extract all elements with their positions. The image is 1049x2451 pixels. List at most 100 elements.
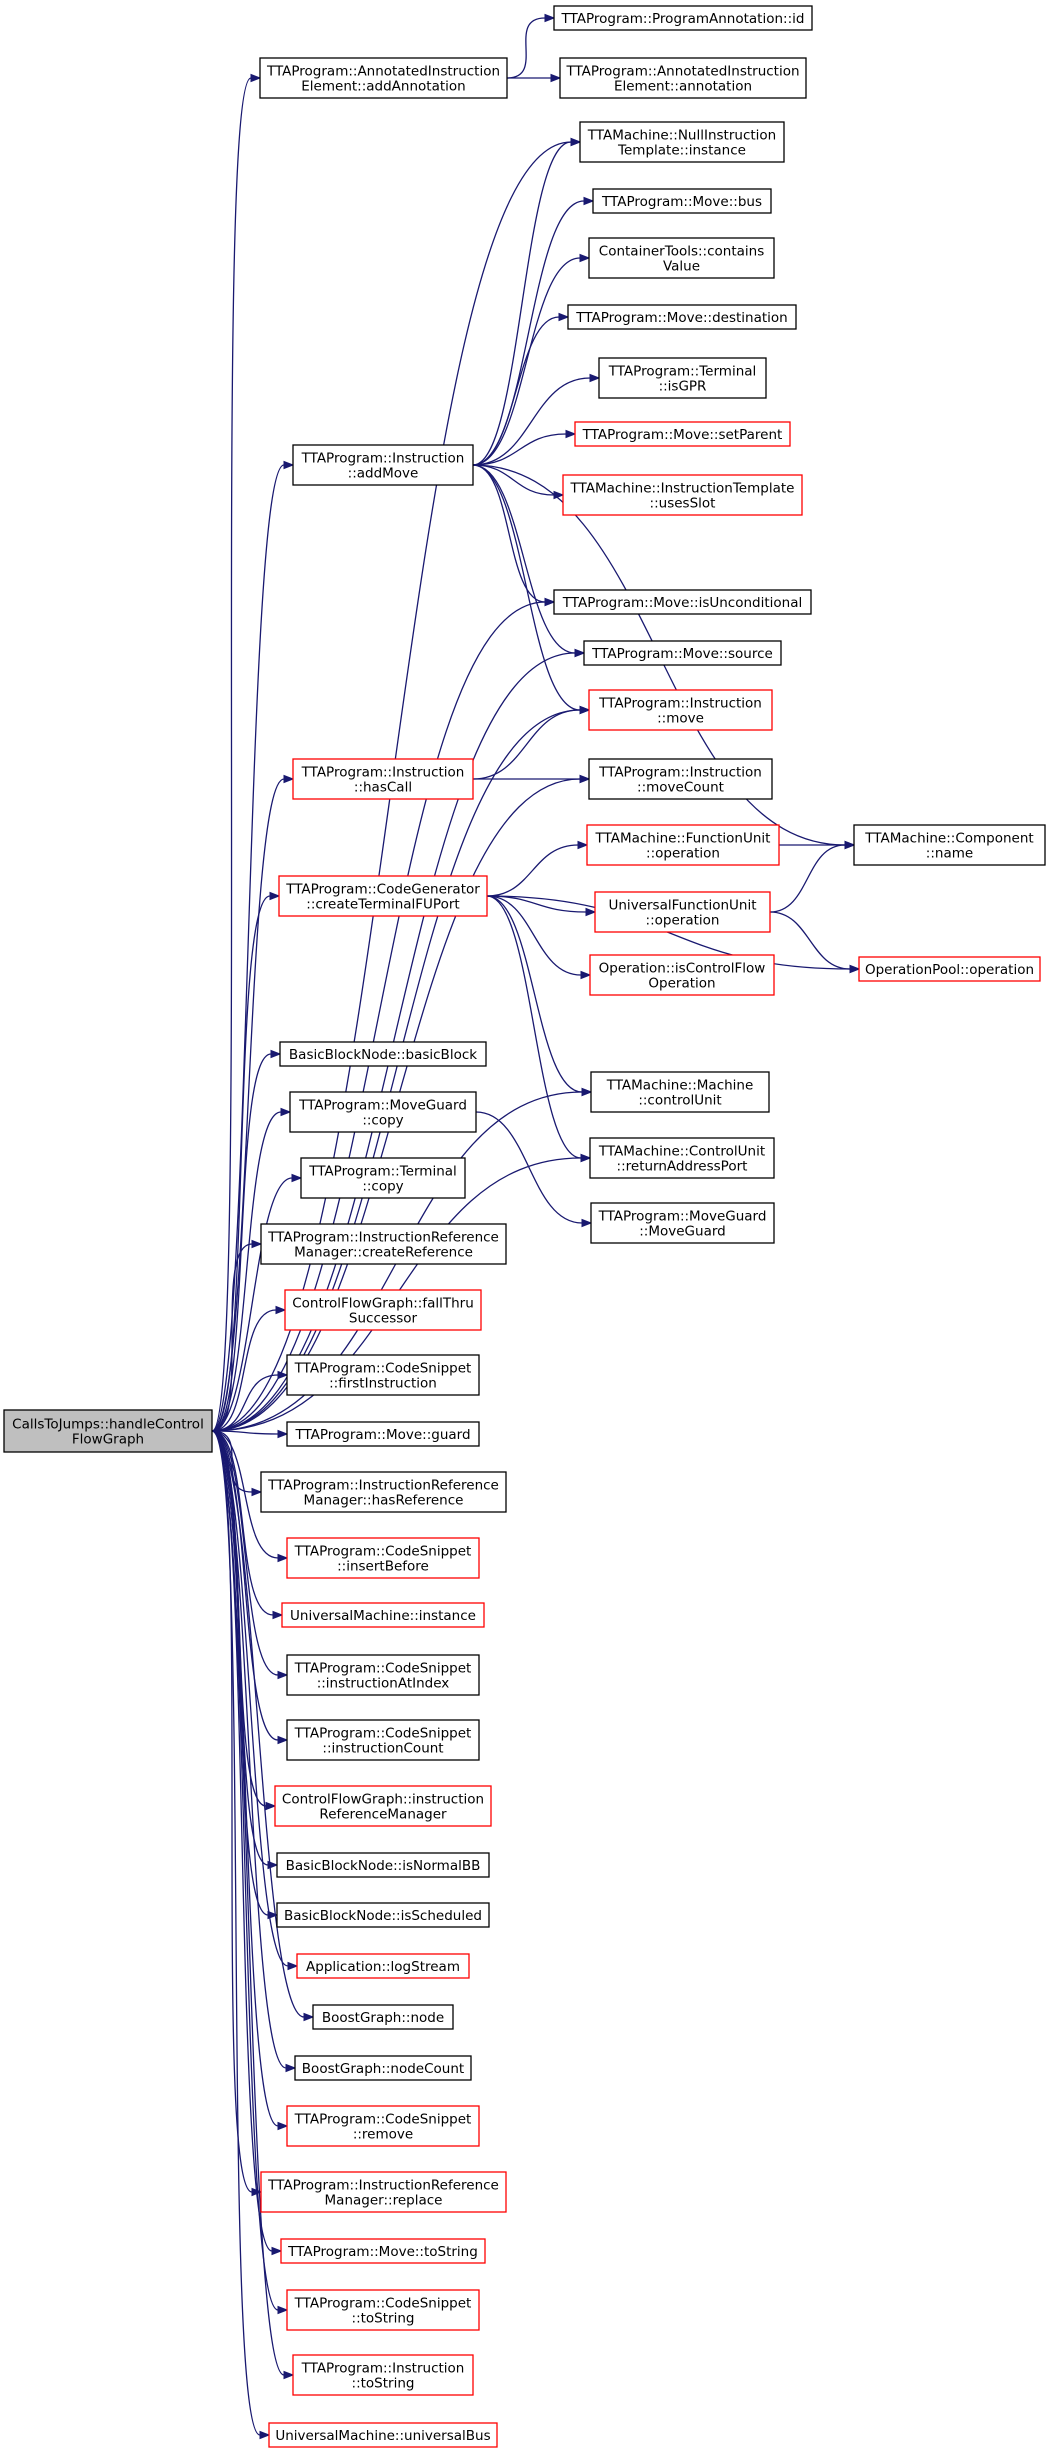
edge-root-to-cs_first bbox=[211, 1370, 289, 1432]
node-inst_hascall[interactable]: TTAProgram::Instruction::hasCall bbox=[292, 758, 474, 800]
edges-layer bbox=[211, 13, 861, 2440]
node-cs_insertbefore[interactable]: TTAProgram::CodeSnippet::insertBefore bbox=[286, 1537, 480, 1579]
node-bg_node[interactable]: BoostGraph::node bbox=[312, 2004, 454, 2030]
node-um_ubus[interactable]: UniversalMachine::universalBus bbox=[268, 2422, 498, 2448]
node-cu_rap[interactable]: TTAMachine::ControlUnit::returnAddressPo… bbox=[589, 1137, 775, 1179]
node-cs_instcount[interactable]: TTAProgram::CodeSnippet::instructionCoun… bbox=[286, 1719, 480, 1761]
node-box bbox=[559, 57, 807, 99]
node-pa_id[interactable]: TTAProgram::ProgramAnnotation::id bbox=[553, 5, 813, 31]
arrowhead-icon bbox=[291, 1173, 303, 1183]
edge-line bbox=[211, 1430, 279, 1676]
edge-line bbox=[211, 1430, 287, 2069]
node-irm_replace[interactable]: TTAProgram::InstructionReferenceManager:… bbox=[260, 2171, 507, 2213]
node-irm_has[interactable]: TTAProgram::InstructionReferenceManager:… bbox=[260, 1471, 507, 1513]
edge-line bbox=[211, 77, 252, 1432]
edge-line bbox=[211, 1430, 279, 2127]
arrowhead-icon bbox=[580, 970, 592, 980]
edge-line bbox=[211, 1309, 277, 1432]
node-box bbox=[858, 956, 1041, 982]
edge-root-to-cs_instatindex bbox=[211, 1430, 289, 1680]
node-cs_first[interactable]: TTAProgram::CodeSnippet::firstInstructio… bbox=[286, 1354, 480, 1396]
edge-root-to-bb_basicblock bbox=[211, 1049, 282, 1432]
node-move_tostring[interactable]: TTAProgram::Move::toString bbox=[280, 2238, 486, 2264]
arrowhead-icon bbox=[565, 429, 577, 439]
node-bg_nodecount[interactable]: BoostGraph::nodeCount bbox=[294, 2055, 472, 2081]
arrowhead-icon bbox=[577, 840, 589, 850]
arrowhead-icon bbox=[583, 196, 595, 206]
node-uses_slot[interactable]: TTAMachine::InstructionTemplate::usesSlo… bbox=[562, 474, 803, 516]
edge-line bbox=[472, 316, 560, 466]
arrowhead-icon bbox=[581, 1087, 593, 1097]
node-label: ::usesSlot bbox=[650, 496, 716, 512]
node-box bbox=[588, 237, 775, 279]
node-box bbox=[589, 954, 775, 996]
node-box bbox=[260, 2171, 507, 2213]
node-box bbox=[300, 1157, 466, 1199]
node-label: TTAProgram::Instruction bbox=[598, 765, 762, 781]
node-label: Operation::isControlFlow bbox=[599, 961, 766, 977]
arrowhead-icon bbox=[553, 490, 565, 500]
node-codegen[interactable]: TTAProgram::CodeGenerator::createTermina… bbox=[278, 875, 488, 917]
node-move_uncond[interactable]: TTAProgram::Move::isUnconditional bbox=[553, 589, 812, 615]
node-label: BasicBlockNode::isNormalBB bbox=[286, 1858, 481, 1874]
node-box bbox=[284, 1289, 482, 1331]
node-oppool_op[interactable]: OperationPool::operation bbox=[858, 956, 1041, 982]
node-box bbox=[268, 2422, 498, 2448]
edge-inst_addmove-to-null_inst bbox=[472, 137, 582, 466]
node-cs_tostring[interactable]: TTAProgram::CodeSnippet::toString bbox=[286, 2289, 480, 2331]
node-label: UniversalMachine::instance bbox=[290, 1608, 476, 1624]
node-move_bus[interactable]: TTAProgram::Move::bus bbox=[592, 188, 772, 214]
node-box bbox=[588, 758, 773, 800]
node-label: ::addMove bbox=[348, 466, 419, 482]
node-move_guard[interactable]: TTAProgram::Move::guard bbox=[286, 1421, 480, 1447]
node-cs_instatindex[interactable]: TTAProgram::CodeSnippet::instructionAtIn… bbox=[286, 1654, 480, 1696]
node-box bbox=[567, 304, 797, 330]
node-box bbox=[590, 1202, 775, 1244]
edge-line bbox=[472, 464, 576, 654]
node-label: ::copy bbox=[362, 1179, 403, 1195]
node-ufu_op[interactable]: UniversalFunctionUnit::operation bbox=[594, 891, 771, 933]
node-comp_name[interactable]: TTAMachine::Component::name bbox=[853, 824, 1046, 866]
node-inst_addmove[interactable]: TTAProgram::Instruction::addMove bbox=[292, 444, 474, 486]
node-box bbox=[286, 1537, 480, 1579]
node-cs_remove[interactable]: TTAProgram::CodeSnippet::remove bbox=[286, 2105, 480, 2147]
node-inst_move[interactable]: TTAProgram::Instruction::move bbox=[588, 689, 773, 731]
node-inst_tostring[interactable]: TTAProgram::Instruction::toString bbox=[292, 2354, 474, 2396]
node-fu_op[interactable]: TTAMachine::FunctionUnit::operation bbox=[586, 824, 780, 866]
node-bb_isscheduled[interactable]: BasicBlockNode::isScheduled bbox=[276, 1902, 490, 1928]
node-label: TTAProgram::CodeSnippet bbox=[294, 1361, 472, 1377]
node-bb_isnormal[interactable]: BasicBlockNode::isNormalBB bbox=[276, 1852, 490, 1878]
arrowhead-icon bbox=[277, 1553, 289, 1563]
edge-line bbox=[472, 257, 581, 466]
node-bb_basicblock[interactable]: BasicBlockNode::basicBlock bbox=[279, 1041, 487, 1067]
node-annot_add[interactable]: TTAProgram::AnnotatedInstructionElement:… bbox=[259, 57, 508, 99]
node-box bbox=[292, 2354, 474, 2396]
node-box bbox=[592, 188, 772, 214]
node-null_inst[interactable]: TTAMachine::NullInstructionTemplate::ins… bbox=[579, 121, 785, 163]
node-mg_ctor[interactable]: TTAProgram::MoveGuard::MoveGuard bbox=[590, 1202, 775, 1244]
node-um_instance[interactable]: UniversalMachine::instance bbox=[281, 1602, 485, 1628]
arrowhead-icon bbox=[251, 1239, 263, 1249]
edge-line bbox=[211, 1430, 305, 2018]
node-move_setparent[interactable]: TTAProgram::Move::setParent bbox=[574, 421, 791, 447]
node-move_source[interactable]: TTAProgram::Move::source bbox=[583, 640, 782, 666]
node-term_gpr[interactable]: TTAProgram::Terminal::isGPR bbox=[598, 357, 767, 399]
edge-root-to-um_ubus bbox=[211, 1430, 271, 2440]
node-term_copy[interactable]: TTAProgram::Terminal::copy bbox=[300, 1157, 466, 1199]
node-cfg_irm[interactable]: ControlFlowGraph::instructionReferenceMa… bbox=[274, 1785, 492, 1827]
node-app_logstream[interactable]: Application::logStream bbox=[296, 1953, 470, 1979]
arrowhead-icon bbox=[844, 840, 856, 850]
node-machine_cu[interactable]: TTAMachine::Machine::controlUnit bbox=[590, 1071, 770, 1113]
node-mg_copy[interactable]: TTAProgram::MoveGuard::copy bbox=[289, 1091, 477, 1133]
node-label: Template::instance bbox=[617, 143, 746, 159]
node-annot_ann[interactable]: TTAProgram::AnnotatedInstructionElement:… bbox=[559, 57, 807, 99]
node-irm_create[interactable]: TTAProgram::InstructionReferenceManager:… bbox=[260, 1223, 507, 1265]
edge-line bbox=[472, 433, 567, 466]
node-inst_movecount[interactable]: TTAProgram::Instruction::moveCount bbox=[588, 758, 773, 800]
node-move_dest[interactable]: TTAProgram::Move::destination bbox=[567, 304, 797, 330]
arrowhead-icon bbox=[550, 73, 562, 83]
